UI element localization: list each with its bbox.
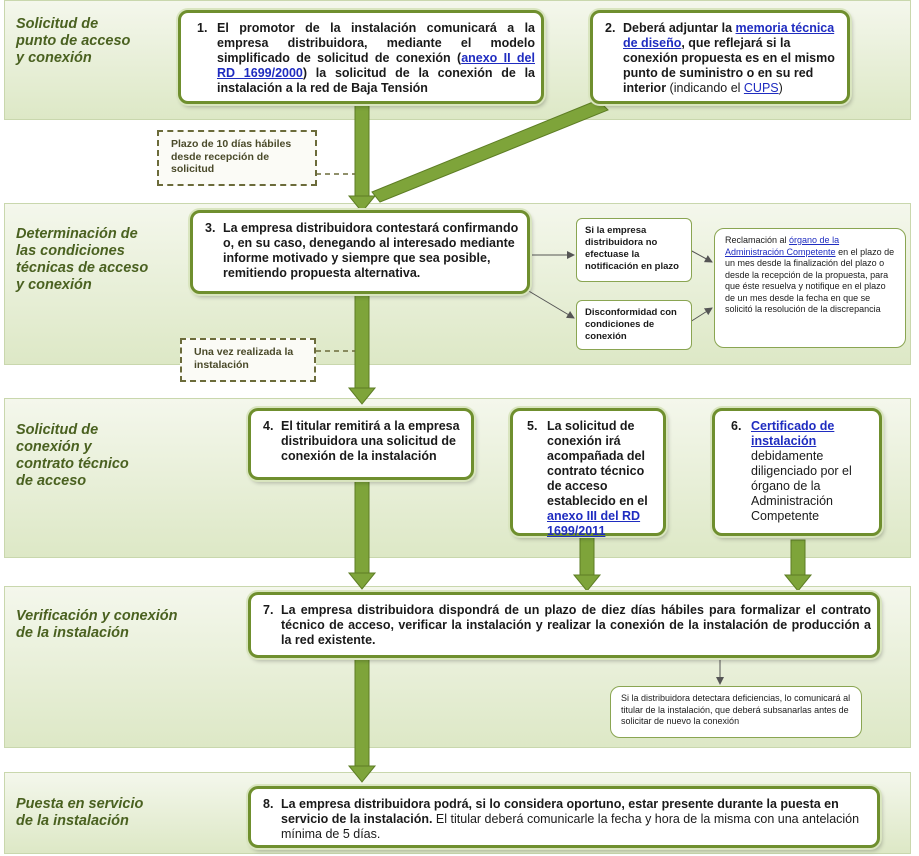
step-8-box: 8. La empresa distribuidora podrá, si lo… [248, 786, 880, 848]
step-8-number: 8. [263, 797, 274, 811]
step-4-box: 4. El titular remitirá a la empresa dist… [248, 408, 474, 480]
step-1-text-a: El promotor de la instalación comunicará… [217, 21, 535, 65]
reclamacion-note: Reclamación al órgano de la Administraci… [714, 228, 906, 348]
arrowhead-3-4 [347, 387, 377, 405]
reclamacion-text-a: Reclamación al [725, 235, 790, 245]
anexo-iii-link[interactable]: anexo III del RD 1699/2011 [547, 509, 641, 538]
arrowhead-7-8 [347, 765, 377, 783]
organo-administracion-link[interactable]: órgano de la Administración Competente [725, 235, 840, 257]
phase-label-3: Solicitud de conexión y contrato técnico… [16, 422, 129, 489]
arrowhead-5-7 [572, 574, 602, 592]
step-2-text-a: Deberá adjuntar la [623, 21, 736, 35]
arrowhead-6-7 [783, 574, 813, 592]
step-2-box: 2. Deberá adjuntar la memoria técnica de… [590, 10, 850, 104]
arrow-3-4 [354, 292, 370, 392]
step-5-number: 5. [527, 419, 538, 433]
phase-label-4: Verificación y conexión de la instalació… [16, 608, 178, 641]
step-2-text-c: (indicando el [669, 81, 744, 95]
step-3-text: La empresa distribuidora contestará conf… [223, 221, 519, 280]
step-7-number: 7. [263, 603, 274, 617]
arrow-2-1 [371, 99, 609, 203]
step-1-text-b: ) la solicitud de la conexión de la inst… [217, 66, 535, 95]
phase-label-5: Puesta en servicio de la instalación [16, 796, 144, 829]
step-3-number: 3. [205, 221, 216, 235]
reclamacion-text-b: en el plazo de un mes desde la finalizac… [725, 246, 895, 315]
line-no-notif-reclam [689, 249, 713, 263]
step-1-text: El promotor de la instalación comunicará… [217, 21, 535, 96]
dashed-note-instalacion: Una vez realizada la instalación [180, 338, 316, 382]
arrow-4-7 [354, 477, 370, 577]
arrow-1-3 [354, 103, 370, 201]
phase-label-1: Solicitud de punto de acceso y conexión [16, 16, 131, 66]
step-5-text-a: La solicitud de conexión irá acompañada … [547, 419, 648, 508]
no-notification-box: Si la empresa distribuidora no efectuase… [576, 218, 692, 282]
step-1-number: 1. [197, 21, 208, 35]
cups-link[interactable]: CUPS [743, 81, 779, 95]
step-5-text: La solicitud de conexión irá acompañada … [547, 419, 659, 539]
anexo-ii-link[interactable]: anexo II del RD 1699/2000 [217, 51, 535, 80]
step-3-box: 3. La empresa distribuidora contestará c… [190, 210, 530, 294]
step-2-text-b: , que reflejará si la conexión propuesta… [623, 36, 835, 95]
certificado-instalacion-link[interactable]: Certificado de instalación [751, 419, 835, 448]
arrow-6-7 [790, 539, 806, 579]
step-6-box: 6. Certificado de instalación debidament… [712, 408, 882, 536]
step-6-number: 6. [731, 419, 742, 433]
step-7-box: 7. La empresa distribuidora dispondrá de… [248, 592, 880, 658]
line-disconf-reclam [689, 307, 713, 323]
memoria-tecnica-link[interactable]: memoria técnica de diseño [623, 21, 835, 50]
step-8-text-b: El titular deberá comunicarle la fecha y… [281, 812, 860, 841]
arrowhead-4-7 [347, 572, 377, 590]
step-4-text: El titular remitirá a la empresa distrib… [281, 419, 460, 463]
step-6-text: Certificado de instalación debidamente d… [751, 419, 873, 524]
arrowhead-1-3 [347, 195, 377, 213]
dashed-note-plazo: Plazo de 10 días hábiles desde recepción… [157, 130, 317, 186]
step-4-number: 4. [263, 419, 274, 433]
step-5-box: 5. La solicitud de conexión irá acompaña… [510, 408, 666, 539]
deficiencias-note: Si la distribuidora detectara deficienci… [610, 686, 862, 738]
step-8-text: La empresa distribuidora podrá, si lo co… [281, 797, 871, 842]
disconformidad-box: Disconformidad con condiciones de conexi… [576, 300, 692, 350]
step-2-text-d: ) [778, 81, 783, 95]
step-7-text: La empresa distribuidora dispondrá de un… [281, 603, 871, 647]
step-1-box: 1. El promotor de la instalación comunic… [178, 10, 544, 104]
arrow-7-8 [354, 656, 370, 770]
step-2-text: Deberá adjuntar la memoria técnica de di… [623, 21, 841, 96]
step-6-text-b: debidamente diligenciado por el órgano d… [751, 449, 852, 523]
step-2-number: 2. [605, 21, 616, 35]
line-3-disconf [526, 289, 575, 319]
phase-label-2: Determinación de las condiciones técnica… [16, 226, 149, 293]
step-8-text-a: La empresa distribuidora podrá, si lo co… [281, 797, 839, 826]
